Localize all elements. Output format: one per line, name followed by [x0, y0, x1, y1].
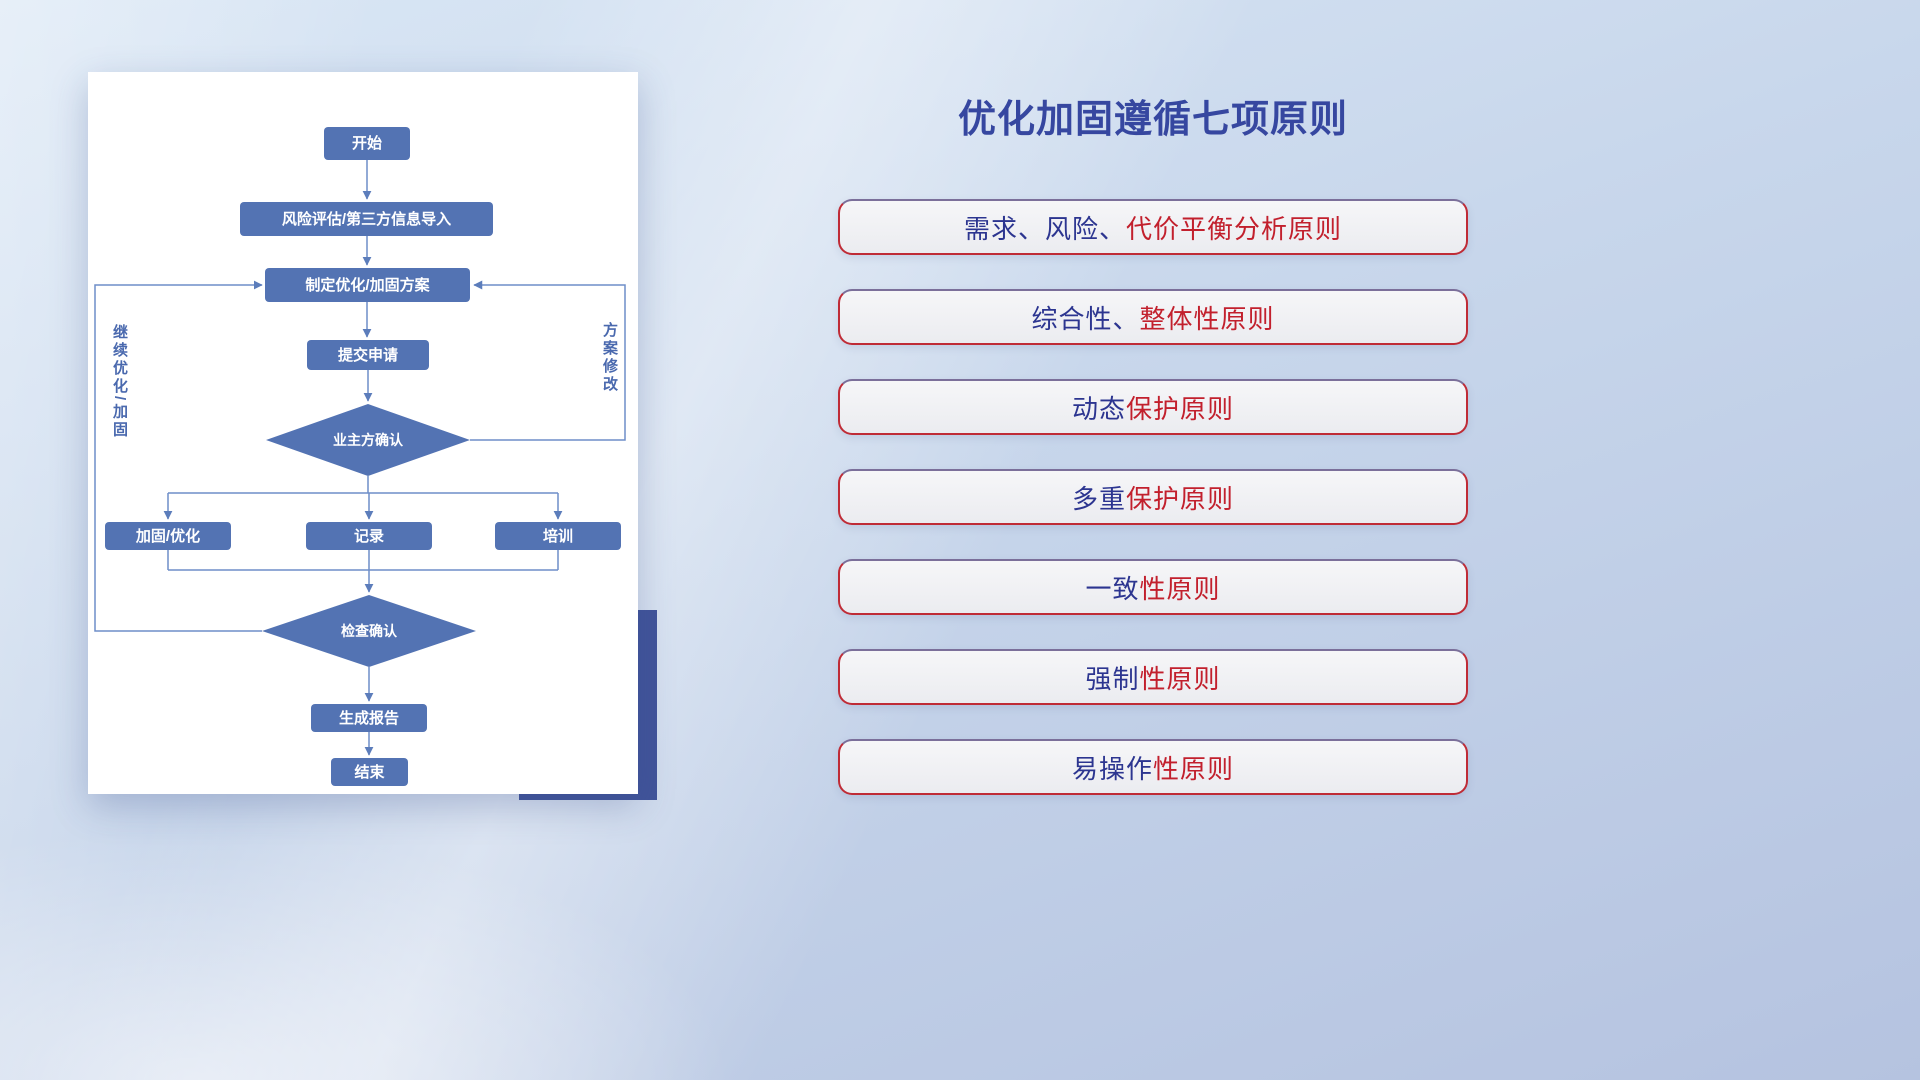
principle-item-3: 动态保护原则	[838, 379, 1468, 435]
principle-text-navy: 一致	[1085, 573, 1140, 604]
principle-item-5: 一致性原则	[838, 559, 1468, 615]
flow-node-record: 记录	[306, 522, 432, 550]
principle-text-navy: 需求、风险、	[963, 213, 1126, 244]
principle-item-4: 多重保护原则	[838, 469, 1468, 525]
flow-node-training: 培训	[495, 522, 621, 550]
principle-text-red: 性原则	[1139, 573, 1221, 604]
flow-node-end: 结束	[331, 758, 408, 786]
flow-node-start: 开始	[324, 127, 410, 160]
principle-text-red: 性原则	[1139, 663, 1221, 694]
page-title: 优化加固遵循七项原则	[957, 99, 1348, 141]
principle-item-7: 易操作性原则	[838, 739, 1468, 795]
loop-label-plan-modify: 方案修改	[601, 322, 618, 394]
principles-list: 需求、风险、代价平衡分析原则 综合性、整体性原则 动态保护原则 多重保护原则 一…	[838, 199, 1468, 829]
principle-text-red: 整体性原则	[1139, 303, 1275, 334]
flow-node-submit: 提交申请	[307, 340, 429, 370]
principle-text-red: 代价平衡分析原则	[1126, 213, 1343, 244]
loop-label-continue-optimize: 继续优化/加固	[111, 324, 128, 440]
flow-decision-check-confirm: 检查确认	[341, 623, 397, 639]
principle-text-navy: 强制	[1085, 663, 1140, 694]
flow-node-risk-import: 风险评估/第三方信息导入	[240, 202, 493, 236]
principle-text-navy: 综合性、	[1031, 303, 1140, 334]
principle-item-2: 综合性、整体性原则	[838, 289, 1468, 345]
flow-node-reinforce: 加固/优化	[105, 522, 231, 550]
flow-decision-owner-confirm: 业主方确认	[333, 432, 403, 448]
principle-item-1: 需求、风险、代价平衡分析原则	[838, 199, 1468, 255]
flowchart-card: 开始 风险评估/第三方信息导入 制定优化/加固方案 提交申请 业主方确认 加固/…	[88, 72, 638, 794]
principle-text-red: 保护原则	[1126, 483, 1235, 514]
flow-node-make-plan: 制定优化/加固方案	[265, 268, 470, 302]
flow-node-report: 生成报告	[311, 704, 427, 732]
principle-text-navy: 易操作	[1071, 753, 1153, 784]
principle-text-navy: 多重	[1071, 483, 1126, 514]
principle-text-navy: 动态	[1071, 393, 1126, 424]
principle-item-6: 强制性原则	[838, 649, 1468, 705]
flowchart-connectors	[94, 160, 626, 756]
principle-text-red: 保护原则	[1126, 393, 1235, 424]
principle-text-red: 性原则	[1153, 753, 1235, 784]
